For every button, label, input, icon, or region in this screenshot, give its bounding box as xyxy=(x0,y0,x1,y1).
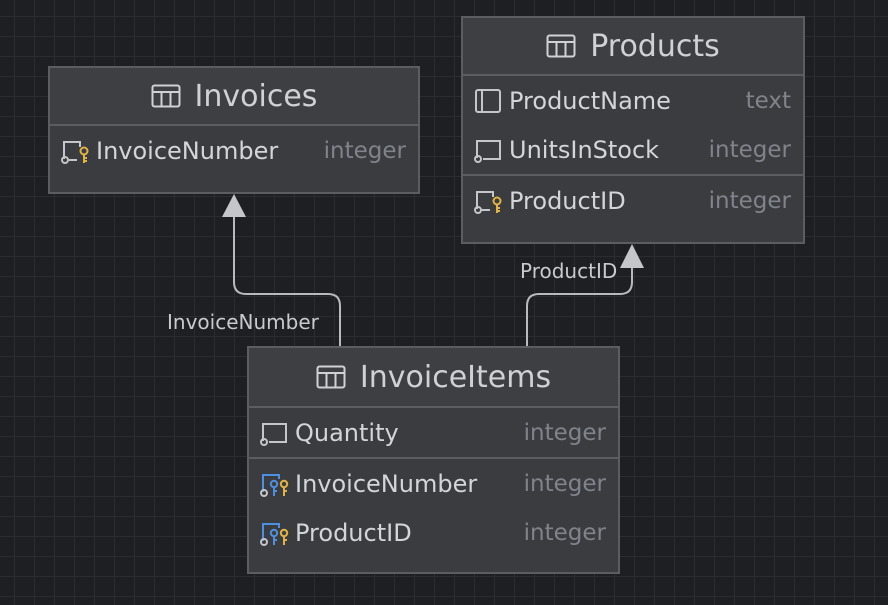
relation-label-productid: ProductID xyxy=(520,259,618,283)
foreign-primary-key-icon xyxy=(259,519,291,547)
column-type: integer xyxy=(523,470,606,497)
column-type: integer xyxy=(523,419,606,446)
table-icon xyxy=(546,34,576,58)
foreign-primary-key-icon xyxy=(259,470,291,498)
relation-arrow-productid xyxy=(620,244,644,268)
column-row[interactable]: ProductName text xyxy=(463,76,803,125)
column-type: integer xyxy=(708,136,791,163)
column-type: text xyxy=(745,87,791,114)
relation-line-invoicenumber xyxy=(233,214,341,347)
column-type: integer xyxy=(323,137,406,164)
relation-label-invoicenumber: InvoiceNumber xyxy=(167,310,319,334)
column-nullable-icon xyxy=(259,419,291,447)
table-invoiceitems[interactable]: InvoiceItems Quantity integer InvoiceNum… xyxy=(247,346,620,574)
column-row[interactable]: ProductID integer xyxy=(463,174,803,225)
table-header-invoiceitems[interactable]: InvoiceItems xyxy=(249,348,618,408)
primary-key-icon xyxy=(60,137,92,165)
column-row[interactable]: InvoiceNumber integer xyxy=(249,457,618,508)
column-row[interactable]: ProductID integer xyxy=(249,508,618,557)
primary-key-icon xyxy=(473,187,505,215)
column-row[interactable]: InvoiceNumber integer xyxy=(50,126,418,175)
column-name: UnitsInStock xyxy=(509,135,660,164)
column-type: integer xyxy=(523,519,606,546)
table-title-products: Products xyxy=(590,28,720,64)
column-name: ProductID xyxy=(295,518,412,547)
column-type: integer xyxy=(708,187,791,214)
column-row[interactable]: UnitsInStock integer xyxy=(463,125,803,174)
table-title-invoiceitems: InvoiceItems xyxy=(359,359,552,395)
table-icon xyxy=(316,365,346,389)
table-icon xyxy=(151,84,181,108)
column-icon xyxy=(473,87,505,115)
table-header-products[interactable]: Products xyxy=(463,18,803,76)
column-name: Quantity xyxy=(295,418,399,447)
relation-arrow-invoicenumber xyxy=(222,194,246,217)
column-row[interactable]: Quantity integer xyxy=(249,408,618,457)
table-invoices[interactable]: Invoices InvoiceNumber integer xyxy=(48,66,420,194)
column-nullable-icon xyxy=(473,136,505,164)
column-name: InvoiceNumber xyxy=(96,136,279,165)
relation-line-productid xyxy=(526,262,633,347)
table-title-invoices: Invoices xyxy=(194,78,318,114)
column-name: InvoiceNumber xyxy=(295,469,478,498)
column-name: ProductName xyxy=(509,86,671,115)
column-name: ProductID xyxy=(509,186,626,215)
table-header-invoices[interactable]: Invoices xyxy=(50,68,418,126)
table-products[interactable]: Products ProductName text UnitsInStock i… xyxy=(461,16,805,244)
